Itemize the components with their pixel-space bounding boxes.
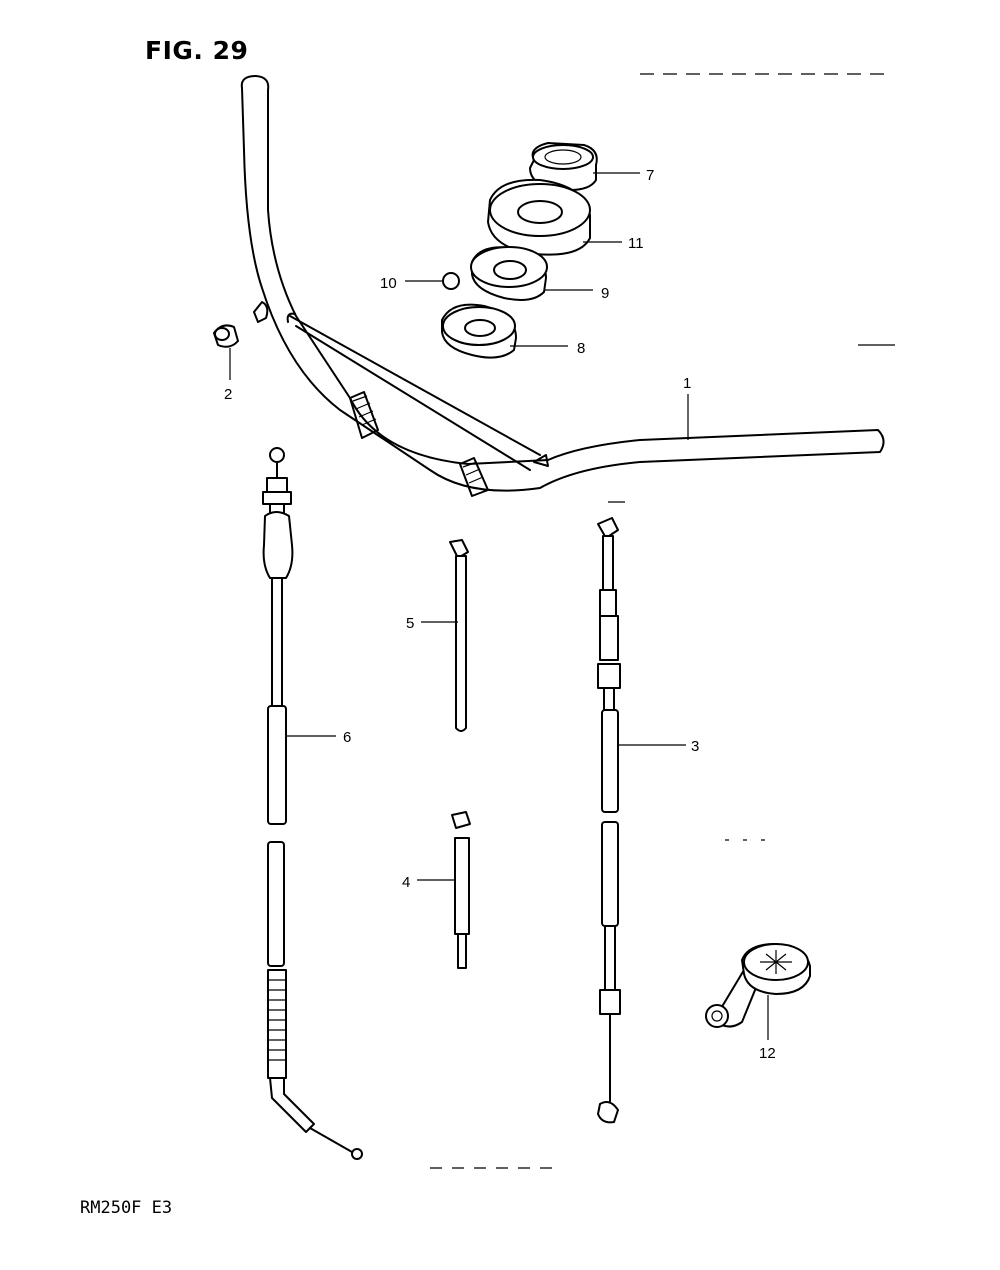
model-code: RM250F E3 <box>80 1198 173 1218</box>
callout-10: 10 <box>380 275 397 292</box>
part-2-cap <box>213 324 239 348</box>
part-11-washer <box>487 178 591 256</box>
part-3-cable <box>597 517 621 1124</box>
callout-8: 8 <box>577 340 585 357</box>
callout-4: 4 <box>402 874 410 891</box>
part-7-nut <box>529 142 598 191</box>
part-4-strap <box>451 811 471 969</box>
callout-11: 11 <box>628 235 644 252</box>
part-6-cable <box>262 447 363 1160</box>
callout-labels: 1 2 3 4 5 6 7 8 9 10 11 12 <box>224 167 776 1062</box>
callout-3: 3 <box>691 738 699 755</box>
part-12-gauge <box>705 943 811 1028</box>
callout-9: 9 <box>601 285 609 302</box>
scan-artifacts <box>430 73 895 1169</box>
figure-title: FIG. 29 <box>145 36 249 65</box>
knurl-upper <box>349 391 379 439</box>
part-10-ball <box>442 272 460 290</box>
part-9-bushing <box>470 246 548 301</box>
callout-5: 5 <box>406 615 414 632</box>
part-8-bushing <box>441 303 517 359</box>
callout-12: 12 <box>759 1045 776 1062</box>
leader-lines <box>229 172 769 1040</box>
callout-7: 7 <box>646 167 654 184</box>
callout-6: 6 <box>343 729 351 746</box>
callout-2: 2 <box>224 386 232 403</box>
knurl-lower <box>459 457 489 497</box>
part-5-cable-tie <box>449 539 469 732</box>
callout-1: 1 <box>683 375 691 392</box>
part-1-handlebar <box>240 75 885 497</box>
